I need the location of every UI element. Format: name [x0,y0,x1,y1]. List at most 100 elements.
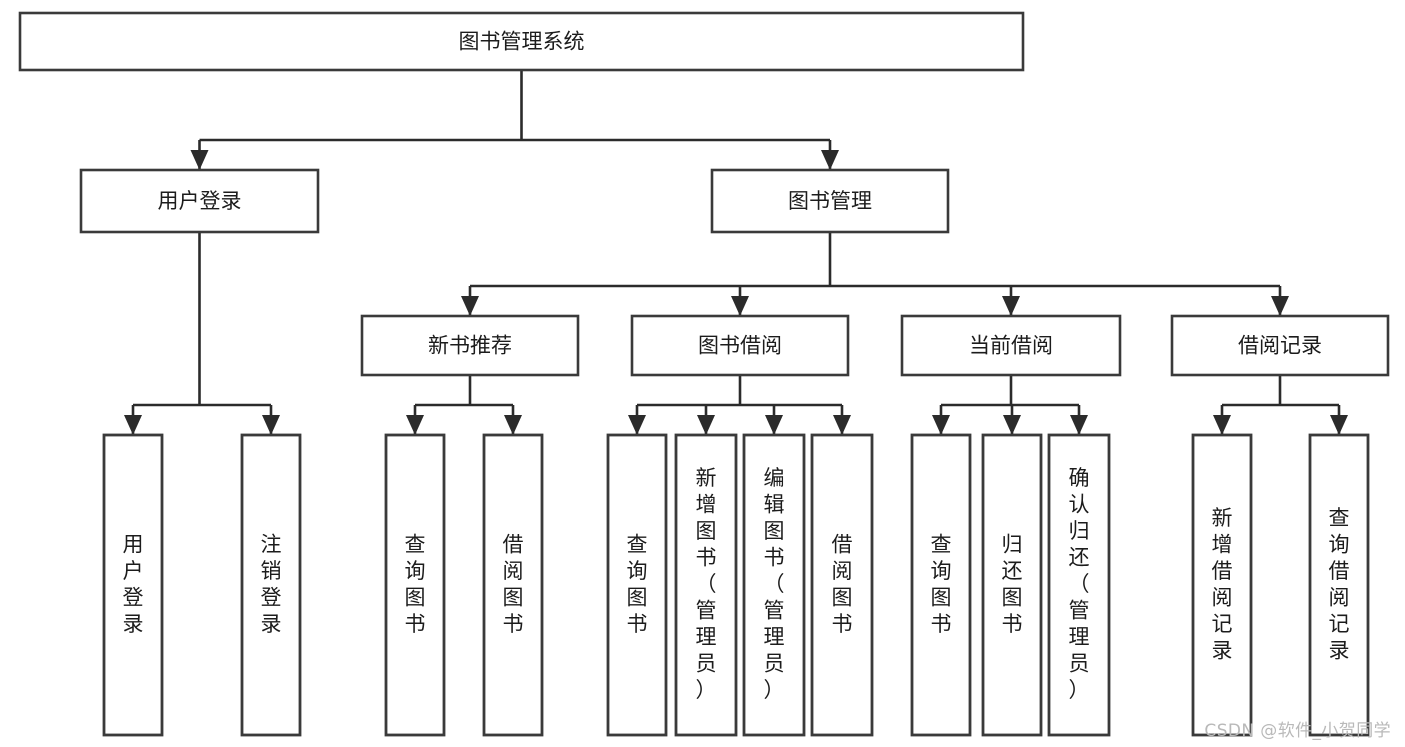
node-label-char: 新 [1212,506,1233,530]
node-label-char: 借 [832,532,853,556]
connector-group-root [190,70,839,170]
node-label-char: 员 [1069,652,1090,676]
node-box [606,433,668,737]
node-label-char: 归 [1002,532,1023,556]
node-label-char: 借 [503,532,524,556]
node-label: 当前借阅 [969,334,1053,358]
node-user-login[interactable]: 用户登录 [79,168,320,234]
node-label-char: 员 [764,652,785,676]
node-label-char: 录 [1212,638,1233,662]
node-label-char: 询 [627,559,648,583]
connector-layer [124,70,1348,435]
node-label-char: 用 [123,532,144,556]
node-label-char: 书 [696,546,717,570]
node-label: 借阅记录 [1238,334,1322,358]
node-label-char: 图 [1002,585,1023,609]
node-book-borrow[interactable]: 图书借阅 [630,314,850,377]
arrow-head-icon [504,415,522,435]
node-label-char: 登 [261,585,282,609]
node-current-borrow[interactable]: 当前借阅 [900,314,1122,377]
arrow-head-icon [1002,296,1020,316]
node-label-char: （ [1069,572,1090,596]
node-label-char: （ [764,572,785,596]
node-label-char: 增 [1212,532,1233,556]
node-label-char: 图 [764,519,785,543]
node-label-char: 登 [123,585,144,609]
node-label-char: 录 [261,612,282,636]
node-label-char: 确 [1069,466,1090,490]
connector-group-user-login [124,232,280,435]
node-box [79,168,320,234]
node-label-char: 阅 [503,559,524,583]
node-label-char: 书 [627,612,648,636]
node-label-char: 阅 [832,559,853,583]
node-box [18,11,1025,72]
node-borrow-record[interactable]: 借阅记录 [1170,314,1390,377]
node-label-char: 图 [405,585,426,609]
arrow-head-icon [124,415,142,435]
node-leaf-user-login[interactable]: 用户登录 [102,433,164,737]
node-label-char: 户 [123,559,144,583]
node-box [674,433,738,737]
node-box [1047,433,1111,737]
node-label-char: 增 [696,493,717,517]
node-box [910,433,972,737]
node-box [900,314,1122,377]
node-box [102,433,164,737]
node-root[interactable]: 图书管理系统 [18,11,1025,72]
node-label-char: 注 [261,532,282,556]
node-label-char: ） [764,678,785,702]
node-label-char: 图 [832,585,853,609]
connector-group-current-borrow [932,375,1088,435]
node-box [710,168,950,234]
node-label-char: 管 [764,599,785,623]
node-box [240,433,302,737]
node-label-char: 辑 [764,493,785,517]
node-label-char: 销 [261,559,282,583]
node-label-char: 询 [405,559,426,583]
node-layer: 图书管理系统用户登录图书管理新书推荐图书借阅当前借阅借阅记录用户登录注销登录查询… [18,11,1390,737]
node-label: 图书管理 [788,189,872,213]
node-label-char: 查 [627,532,648,556]
node-box [810,433,874,737]
node-label-char: 查 [931,532,952,556]
node-label-char: 书 [503,612,524,636]
arrow-head-icon [833,415,851,435]
node-label-char: 理 [696,625,717,649]
node-box [384,433,446,737]
node-label: 图书借阅 [698,334,782,358]
connector-group-new-book-rec [406,375,522,435]
node-label-char: 理 [1069,625,1090,649]
arrow-head-icon [406,415,424,435]
node-label-char: 录 [1329,638,1350,662]
node-label-char: 书 [1002,612,1023,636]
node-label-char: 图 [696,519,717,543]
node-label-char: 管 [1069,599,1090,623]
arrow-head-icon [262,415,280,435]
arrow-head-icon [461,296,479,316]
node-label-char: 查 [405,532,426,556]
node-box [742,433,806,737]
node-label-char: 书 [832,612,853,636]
connector-group-book-borrow [628,375,851,435]
node-new-book-rec[interactable]: 新书推荐 [360,314,580,377]
node-label-char: 图 [931,585,952,609]
node-label-char: ） [1069,678,1090,702]
node-book-manage[interactable]: 图书管理 [710,168,950,234]
node-label-char: 借 [1212,559,1233,583]
node-label-char: 还 [1002,559,1023,583]
arrow-head-icon [1070,415,1088,435]
arrow-head-icon [1213,415,1231,435]
